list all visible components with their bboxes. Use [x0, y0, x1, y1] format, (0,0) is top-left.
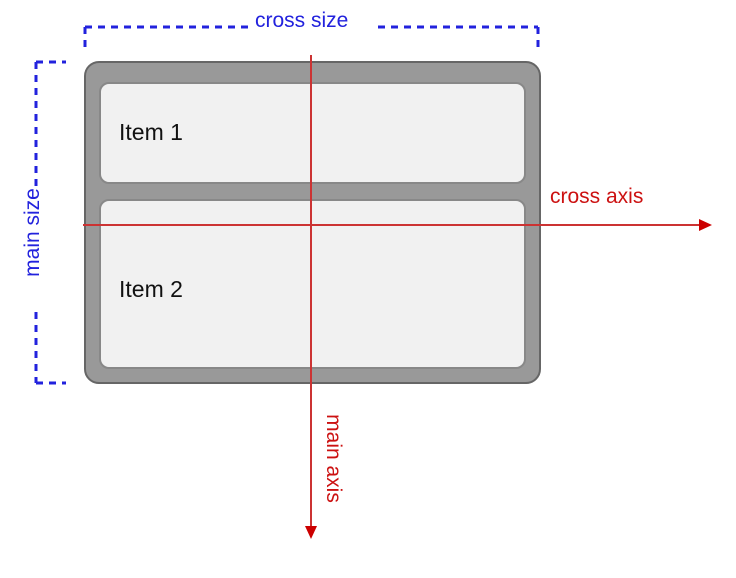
main-size-measure-bracket — [34, 60, 66, 385]
main-size-label: main size — [20, 188, 44, 277]
flex-item-1-box — [99, 82, 526, 184]
flex-item-2-label: Item 2 — [119, 276, 183, 302]
main-axis-label: main axis — [321, 414, 345, 503]
flex-item-1-label: Item 1 — [119, 119, 183, 145]
flex-item-2-box — [99, 199, 526, 369]
cross-axis-label: cross axis — [550, 185, 644, 208]
cross-size-label: cross size — [255, 9, 349, 32]
cross-size-measure-bracket — [83, 25, 540, 52]
